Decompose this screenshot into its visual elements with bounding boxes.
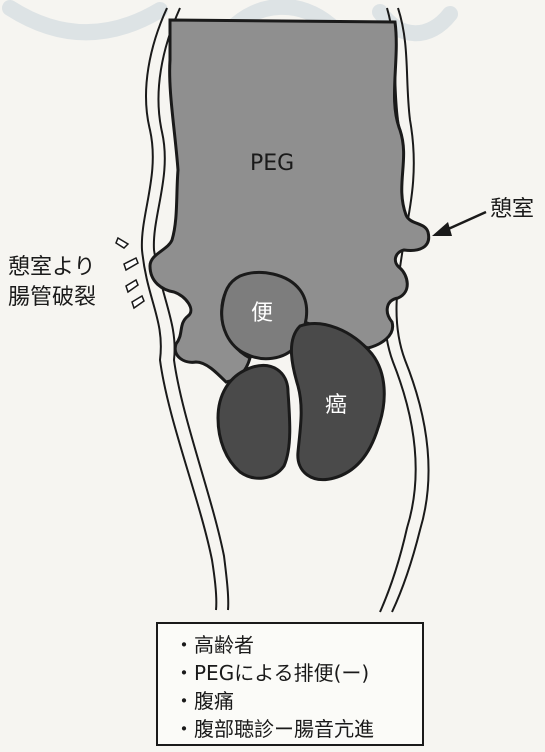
peg-label: PEG <box>250 151 294 176</box>
diverticulum-label: 憩室 <box>490 197 534 222</box>
perforation-label-line1: 憩室より <box>8 255 96 280</box>
perforation-marks <box>116 238 144 308</box>
note-item: 高齢者 <box>174 631 422 659</box>
stool-label: 便 <box>251 301 273 326</box>
diverticulum-arrow <box>432 212 486 236</box>
lower-dark-mass <box>218 365 290 478</box>
bowel-wall-right <box>392 8 429 612</box>
clinical-notes-box: 高齢者 PEGによる排便(ー) 腹痛 腹部聴診ー腸音亢進 <box>156 622 424 746</box>
note-item: 腹部聴診ー腸音亢進 <box>174 715 422 743</box>
note-item: 腹痛 <box>174 687 422 715</box>
note-item: PEGによる排便(ー) <box>174 659 422 687</box>
cancer-label: 癌 <box>325 393 347 418</box>
perforation-label-line2: 腸管破裂 <box>8 285 96 310</box>
